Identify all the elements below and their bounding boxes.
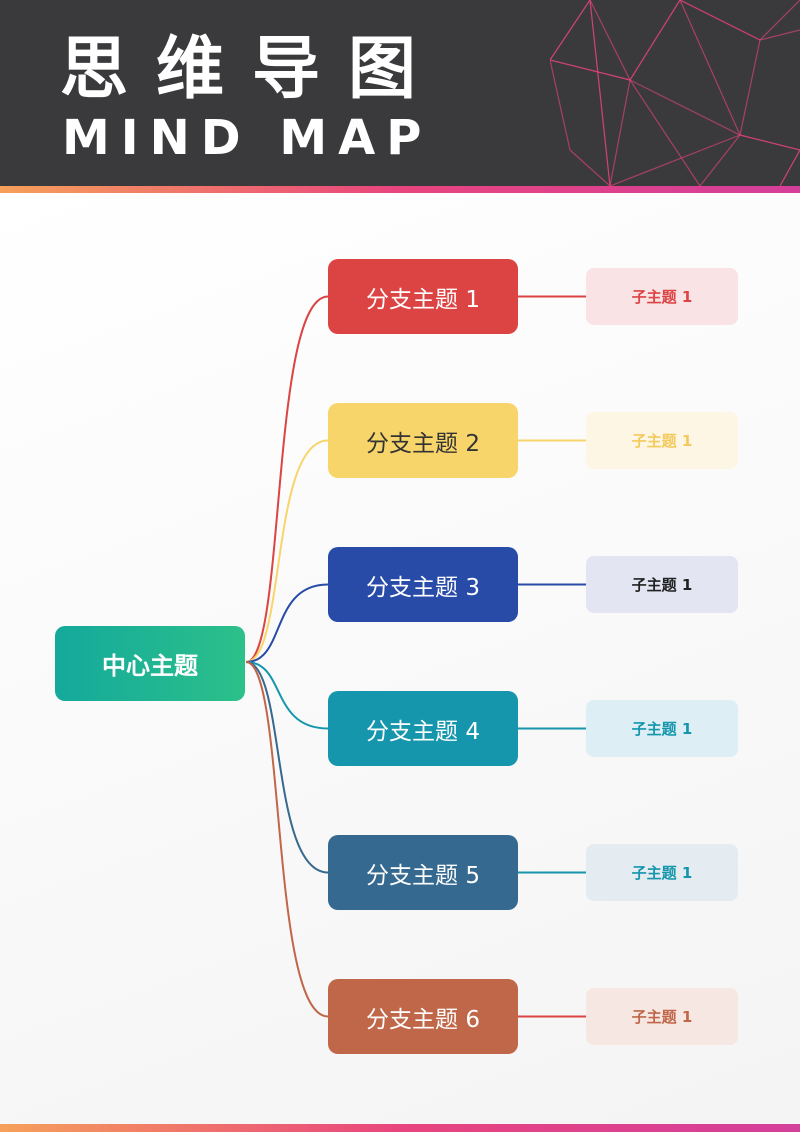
branch-topic-node-4[interactable]: 分支主题 4 (328, 691, 518, 766)
title-chinese: 思维导图 (60, 30, 445, 109)
branch-topic-node-1[interactable]: 分支主题 1 (328, 259, 518, 334)
branch-connector-2 (245, 439, 329, 663)
central-topic-node[interactable]: 中心主题 (55, 626, 245, 701)
branch-connector-3 (245, 583, 329, 663)
polygon-decoration-icon (550, 0, 800, 186)
sub-topic-node-1[interactable]: 子主题 1 (586, 268, 738, 325)
sub-topic-node-5[interactable]: 子主题 1 (586, 844, 738, 901)
branch-connector-6 (245, 661, 329, 1018)
branch-connector-5 (245, 661, 329, 874)
branch-topic-node-3[interactable]: 分支主题 3 (328, 547, 518, 622)
branch-connector-1 (245, 295, 329, 663)
sub-topic-node-3[interactable]: 子主题 1 (586, 556, 738, 613)
branch-topic-node-2[interactable]: 分支主题 2 (328, 403, 518, 478)
branch-topic-node-6[interactable]: 分支主题 6 (328, 979, 518, 1054)
header-banner: 思维导图 MIND MAP (0, 0, 800, 186)
sub-topic-node-4[interactable]: 子主题 1 (586, 700, 738, 757)
footer-accent-stripe (0, 1124, 800, 1132)
sub-topic-node-2[interactable]: 子主题 1 (586, 412, 738, 469)
header-accent-stripe (0, 186, 800, 193)
branch-connector-4 (245, 661, 329, 730)
branch-topic-node-5[interactable]: 分支主题 5 (328, 835, 518, 910)
sub-topic-node-6[interactable]: 子主题 1 (586, 988, 738, 1045)
title-english: MIND MAP (62, 110, 433, 166)
